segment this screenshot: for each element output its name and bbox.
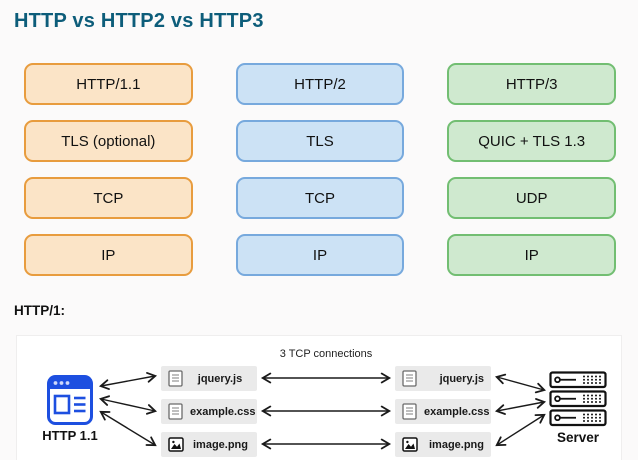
stack-box-tls-optional: TLS (optional) bbox=[24, 120, 193, 162]
stack-box-ip-1: IP bbox=[24, 234, 193, 276]
stack-column-http3: HTTP/3 QUIC + TLS 1.3 UDP IP bbox=[447, 63, 617, 276]
file-label: example.css bbox=[190, 405, 256, 418]
stack-box-ip-2: IP bbox=[235, 234, 405, 276]
browser-icon bbox=[47, 375, 93, 430]
image-icon bbox=[168, 437, 184, 452]
tcp-connections-label: 3 TCP connections bbox=[279, 348, 373, 360]
stack-box-http3: HTTP/3 bbox=[447, 63, 617, 105]
document-icon bbox=[168, 370, 183, 387]
file-label: example.css bbox=[424, 405, 490, 418]
file-chip-jquery-right: jquery.js bbox=[395, 366, 491, 391]
document-icon bbox=[402, 403, 417, 420]
file-label: jquery.js bbox=[197, 372, 243, 385]
file-chip-image-right: image.png bbox=[395, 432, 491, 457]
document-icon bbox=[402, 370, 417, 387]
stack-box-tcp-2: TCP bbox=[235, 177, 405, 219]
file-label: jquery.js bbox=[439, 372, 484, 385]
stack-box-udp: UDP bbox=[447, 177, 617, 219]
stack-box-tls: TLS bbox=[235, 120, 405, 162]
file-chip-css-left: example.css bbox=[161, 399, 257, 424]
stack-column-http2: HTTP/2 TLS TCP IP bbox=[235, 63, 405, 276]
file-label: image.png bbox=[192, 438, 248, 451]
client-label: HTTP 1.1 bbox=[42, 428, 98, 443]
stack-box-ip-3: IP bbox=[447, 234, 617, 276]
stack-box-quic-tls: QUIC + TLS 1.3 bbox=[447, 120, 617, 162]
image-icon bbox=[402, 437, 418, 452]
stack-column-http1: HTTP/1.1 TLS (optional) TCP IP bbox=[24, 63, 193, 276]
file-chip-image-left: image.png bbox=[161, 432, 257, 457]
document-icon bbox=[168, 403, 183, 420]
server-rack-icon bbox=[549, 371, 607, 432]
stack-box-http2: HTTP/2 bbox=[235, 63, 405, 105]
protocol-stack-grid: HTTP/1.1 TLS (optional) TCP IP HTTP/2 TL… bbox=[24, 63, 617, 276]
file-chip-jquery-left: jquery.js bbox=[161, 366, 257, 391]
file-chip-css-right: example.css bbox=[395, 399, 491, 424]
server-label: Server bbox=[556, 430, 600, 445]
stack-box-http11: HTTP/1.1 bbox=[24, 63, 193, 105]
http1-section-heading: HTTP/1: bbox=[14, 303, 66, 318]
page-title: HTTP vs HTTP2 vs HTTP3 bbox=[14, 10, 264, 32]
stack-box-tcp-1: TCP bbox=[24, 177, 193, 219]
file-label: image.png bbox=[428, 438, 484, 451]
